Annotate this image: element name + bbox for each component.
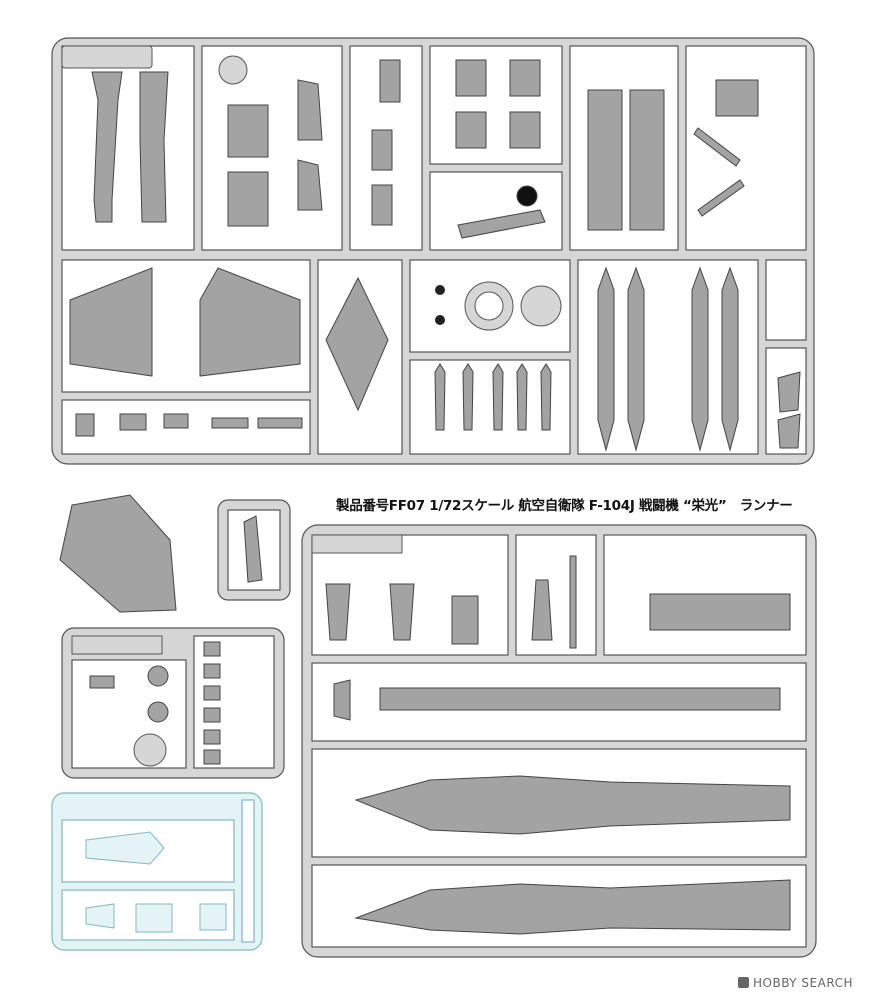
tail-fin: [325, 276, 389, 412]
hobby-search-logo-icon: [738, 977, 749, 988]
fuel-tank: [597, 266, 615, 452]
runner-left-pieces: [51, 494, 291, 951]
canopy: [85, 831, 165, 865]
wing-right: [199, 267, 301, 377]
wheel-column: [203, 641, 221, 765]
fuel-tank: [721, 266, 739, 452]
watermark: HOBBY SEARCH: [738, 976, 853, 990]
fuel-tank: [627, 266, 645, 452]
fuselage-half-left: [354, 775, 791, 835]
wing-left: [69, 267, 153, 377]
runner-bottom-right: [301, 524, 817, 958]
fuel-tank: [691, 266, 709, 452]
runner-top: [51, 37, 815, 465]
watermark-text: HOBBY SEARCH: [753, 976, 853, 990]
runner-caption: 製品番号FF07 1/72スケール 航空自衛隊 F-104J 戦闘機 “栄光” …: [336, 498, 793, 514]
intake-part: [139, 71, 169, 223]
intake-trunk: [379, 687, 781, 711]
cockpit-tub: [649, 593, 791, 631]
fuselage-section: [59, 494, 177, 613]
fuselage-half-right: [354, 879, 791, 935]
intake-part: [91, 71, 123, 223]
